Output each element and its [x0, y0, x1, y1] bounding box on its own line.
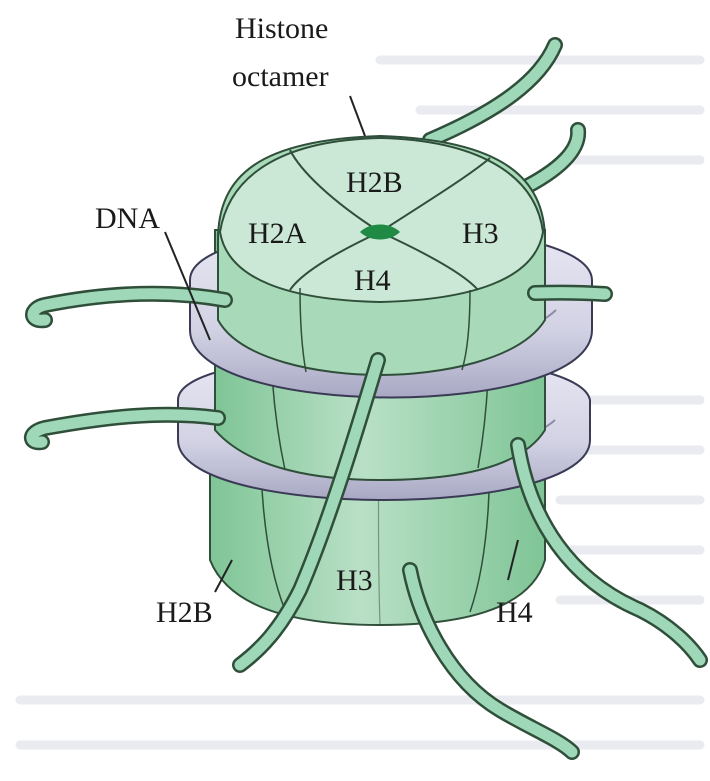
label-h2b-bottom: H2B	[156, 596, 213, 629]
label-core-h4-top: H4	[354, 264, 391, 297]
label-histone-line2: octamer	[232, 60, 329, 93]
label-core-h3-top: H3	[462, 217, 499, 250]
label-h4-bottom: H4	[496, 596, 533, 629]
label-core-h2b-top: H2B	[346, 166, 403, 199]
label-core-h3-bottom: H3	[336, 564, 373, 597]
label-histone-line1: Histone	[235, 12, 328, 45]
label-core-h2a: H2A	[248, 217, 307, 250]
label-dna: DNA	[95, 202, 160, 235]
